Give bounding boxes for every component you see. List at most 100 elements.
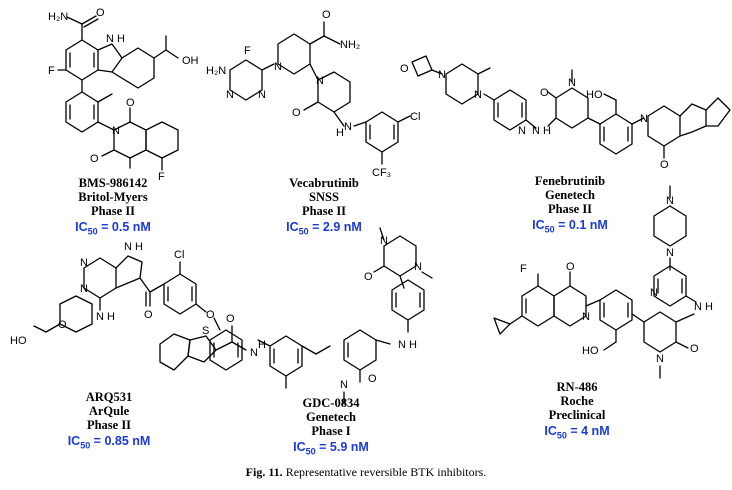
atom-label: N	[380, 235, 388, 247]
compound-phase: Phase II	[90, 204, 136, 218]
figure-label: Fig. 11.	[245, 465, 283, 479]
compound-name: Vecabrutinib	[289, 176, 359, 190]
atom-label: N H	[532, 125, 551, 137]
structure-vecabrutinib: O NH₂ N F H₂N N N N O H N Cl CF₃	[206, 9, 420, 179]
ic50-value: IC50 = 0.5 nM	[75, 220, 151, 237]
ic50-value: IC50 = 4 nM	[544, 424, 610, 441]
compound-name: BMS-986142	[78, 176, 148, 190]
atom-label: O	[144, 309, 153, 321]
atom-label: N	[340, 379, 348, 391]
compound-company: Roche	[560, 394, 594, 408]
caption-gdc-0834: GDC-0834 Genetech Phase I IC50 = 5.9 nM	[236, 396, 426, 459]
caption-rn-486: RN-486 Roche Preclinical IC50 = 4 nM	[482, 380, 672, 443]
structure-fenebrutinib: O N N N N H O N HO N O	[400, 55, 731, 171]
atom-label: O	[400, 63, 409, 75]
compound-phase: Phase I	[311, 424, 351, 438]
compound-name: GDC-0834	[302, 396, 360, 410]
ic50-value: IC50 = 2.9 nM	[286, 220, 362, 237]
atom-label: N	[316, 75, 324, 87]
compound-company: ArQule	[88, 404, 130, 418]
atom-label: O	[690, 343, 699, 355]
atom-label: N	[656, 353, 664, 365]
atom-label: NH₂	[340, 39, 360, 51]
atom-label: O	[368, 373, 377, 385]
ic50-value: IC50 = 0.1 nM	[532, 218, 608, 235]
atom-label: N	[666, 195, 674, 207]
atom-label: N	[274, 61, 282, 73]
atom-label: N	[414, 261, 422, 273]
figure-text: Representative reversible BTK inhibitors…	[282, 465, 487, 479]
atom-label: H	[258, 339, 266, 351]
compound-name: Fenebrutinib	[534, 174, 606, 188]
atom-label: N	[438, 69, 446, 81]
atom-label: N	[80, 283, 88, 295]
compound-phase: Phase II	[86, 418, 132, 432]
atom-label: N	[474, 89, 482, 101]
compound-phase: Phase II	[547, 202, 593, 216]
structure-arq531: N N N H N H O HO O Cl O	[10, 241, 243, 371]
atom-label: N	[666, 247, 674, 259]
atom-label: N H	[124, 241, 143, 253]
caption-vecabrutinib: Vecabrutinib SNSS Phase II IC50 = 2.9 nM	[229, 176, 419, 239]
caption-fenebrutinib: Fenebrutinib Genetech Phase II IC50 = 0.…	[475, 174, 665, 237]
atom-label: O	[96, 7, 105, 19]
compound-name: ARQ531	[85, 390, 133, 404]
atom-label: O	[90, 153, 99, 165]
atom-label: O	[58, 319, 67, 331]
atom-label: N	[226, 89, 234, 101]
atom-label: N	[650, 287, 658, 299]
ic50-value: IC50 = 5.9 nM	[293, 440, 369, 457]
atom-label: F	[244, 45, 251, 57]
atom-label: N H	[694, 301, 713, 313]
atom-label: N	[80, 257, 88, 269]
atom-label: O	[322, 9, 331, 21]
atom-label: O	[226, 313, 235, 325]
atom-label: S	[202, 325, 209, 337]
ic50-value: IC50 = 0.85 nM	[67, 434, 151, 451]
compound-name: RN-486	[556, 380, 598, 394]
atom-label: H	[336, 127, 344, 139]
atom-label: N H	[96, 311, 115, 323]
structure-gdc-0834: N N O N H O N H N O S	[159, 227, 433, 405]
atom-label: N	[640, 113, 648, 125]
figure-caption: Fig. 11. Representative reversible BTK i…	[0, 465, 732, 480]
atom-label: O	[364, 271, 373, 283]
atom-label: O	[540, 87, 549, 99]
atom-label: N	[518, 125, 526, 137]
compound-phase: Phase II	[301, 204, 347, 218]
atom-label: N	[258, 89, 266, 101]
atom-label: F	[520, 263, 527, 275]
atom-label: H₂N	[206, 65, 226, 77]
atom-label: O	[660, 159, 669, 171]
atom-label: N	[582, 311, 590, 323]
atom-label: F	[48, 65, 55, 77]
structure-rn-486: N N N N H O N HO N O F	[493, 185, 713, 379]
structure-bms-986142: H₂N O F N H OH N O O F	[48, 7, 199, 183]
atom-label: Cl	[174, 249, 184, 261]
atom-label: N	[112, 125, 120, 137]
atom-label: N	[344, 121, 352, 133]
caption-bms-986142: BMS-986142 Britol-Myers Phase II IC50 = …	[18, 176, 208, 239]
atom-label: O	[566, 261, 575, 273]
atom-label: O	[126, 97, 135, 109]
atom-label: F	[158, 171, 165, 183]
compound-phase: Preclinical	[548, 408, 606, 422]
atom-label: N	[250, 347, 258, 359]
atom-label: Cl	[410, 111, 420, 123]
atom-label: HO	[582, 345, 599, 357]
atom-label: H₂N	[48, 11, 68, 23]
atom-label: OH	[182, 55, 199, 67]
atom-label: HO	[586, 89, 603, 101]
compound-company: SNSS	[309, 190, 339, 204]
atom-label: O	[206, 309, 215, 321]
atom-label: N	[568, 77, 576, 89]
compound-company: Britol-Myers	[78, 190, 148, 204]
atom-label: N H	[398, 339, 417, 351]
caption-arq531: ARQ531 ArQule Phase II IC50 = 0.85 nM	[14, 390, 204, 453]
atom-label: O	[292, 107, 301, 119]
compound-company: Genetech	[306, 410, 356, 424]
atom-label: N H	[106, 33, 125, 45]
compound-company: Genetech	[545, 188, 595, 202]
atom-label: HO	[10, 335, 27, 347]
